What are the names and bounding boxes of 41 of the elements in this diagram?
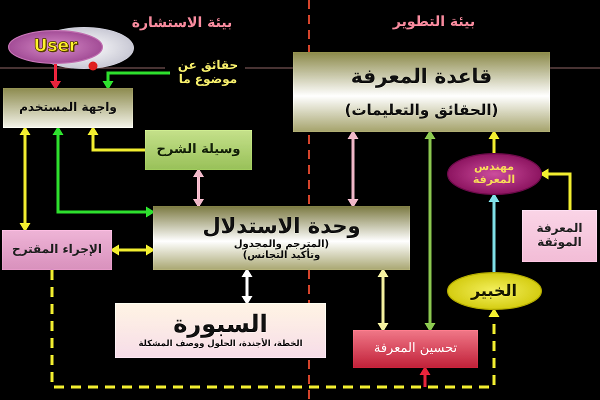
node-label: مهندس المعرفة [472, 161, 516, 187]
arrow [102, 72, 170, 90]
arrow [193, 168, 204, 208]
dashed-arrow [50, 270, 500, 388]
process-box [115, 303, 326, 358]
arrow [50, 64, 61, 90]
node-label: واجهة المستخدم [19, 101, 117, 115]
node-label: User [34, 37, 78, 57]
node-label: الإجراء المقترح [12, 243, 102, 257]
arrow [52, 126, 155, 218]
arrow [242, 268, 252, 305]
node-subtitle: (الحقائق والتعليمات) [344, 102, 498, 120]
arrow [20, 126, 30, 232]
process-box [293, 52, 550, 132]
arrow [488, 193, 500, 272]
node-label: الخبير [470, 282, 518, 300]
process-box [353, 330, 478, 368]
process-box [2, 230, 112, 270]
node-title: وحدة الاستدلال [202, 214, 361, 239]
node-subtitle: (المترجم والمجدول وتأكيد التجانس) [232, 238, 330, 262]
node-label: المعرفة الموثقة [535, 222, 584, 250]
arrow [110, 244, 155, 256]
arrow [88, 126, 145, 152]
process-box [145, 130, 252, 170]
process-box [522, 210, 597, 262]
arrow [540, 168, 572, 210]
arrow [348, 130, 358, 208]
node-label: وسيلة الشرح [156, 142, 240, 158]
node-title: السبورة [173, 310, 268, 338]
arrow [378, 268, 388, 332]
process-box [3, 88, 133, 128]
process-box [153, 206, 410, 270]
section-title: بيئة الاستشارة [132, 14, 232, 32]
arrow [488, 130, 500, 153]
section-title: بيئة التطوير [392, 14, 476, 30]
note-text: حقائق عن موضوع ما [170, 56, 246, 90]
arrow [420, 366, 430, 387]
node-subtitle: الخطة، الأجندة، الحلول ووصف المشكلة [138, 340, 303, 350]
node-label: تحسين المعرفة [374, 342, 458, 356]
arrow [424, 130, 436, 332]
node-title: قاعدة المعرفة [350, 64, 492, 88]
